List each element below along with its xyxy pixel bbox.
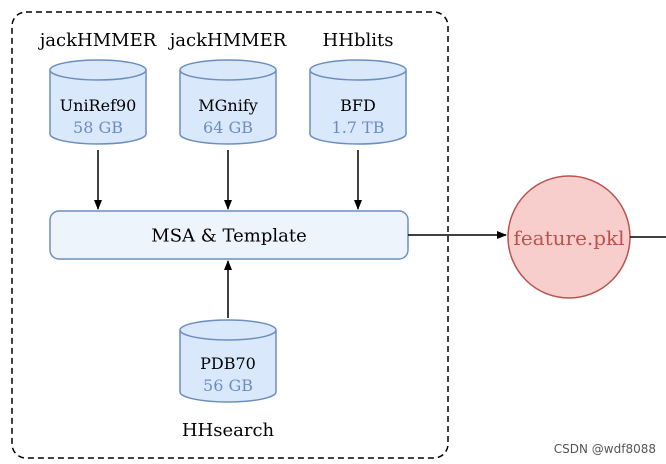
tool-label-hhsearch: HHsearch xyxy=(181,420,275,441)
db-size-mgnify: 64 GB xyxy=(203,118,253,137)
msa-template-label: MSA & Template xyxy=(151,225,307,247)
tool-label-hhblits: HHblits xyxy=(322,30,394,51)
tool-label-jackhmmer-uniref: jackHMMER xyxy=(39,30,157,51)
db-size-pdb70: 56 GB xyxy=(203,376,253,395)
tool-label-jackhmmer-mgnify: jackHMMER xyxy=(169,30,287,51)
pdb70-database-icon xyxy=(179,319,277,403)
db-size-uniref90: 58 GB xyxy=(73,118,123,137)
db-name-uniref90: UniRef90 xyxy=(59,96,137,115)
mgnify-database-icon xyxy=(179,59,277,145)
db-size-bfd: 1.7 TB xyxy=(331,118,385,137)
feature-pkl-label: feature.pkl xyxy=(513,226,625,250)
pipeline-group-border xyxy=(11,11,449,459)
db-name-pdb70: PDB70 xyxy=(200,354,256,373)
db-name-bfd: BFD xyxy=(340,96,376,115)
db-name-mgnify: MGnify xyxy=(198,96,258,115)
bfd-database-icon xyxy=(309,59,407,145)
uniref90-database-icon xyxy=(49,59,147,145)
watermark-text: CSDN @wdf8088 xyxy=(553,442,656,456)
